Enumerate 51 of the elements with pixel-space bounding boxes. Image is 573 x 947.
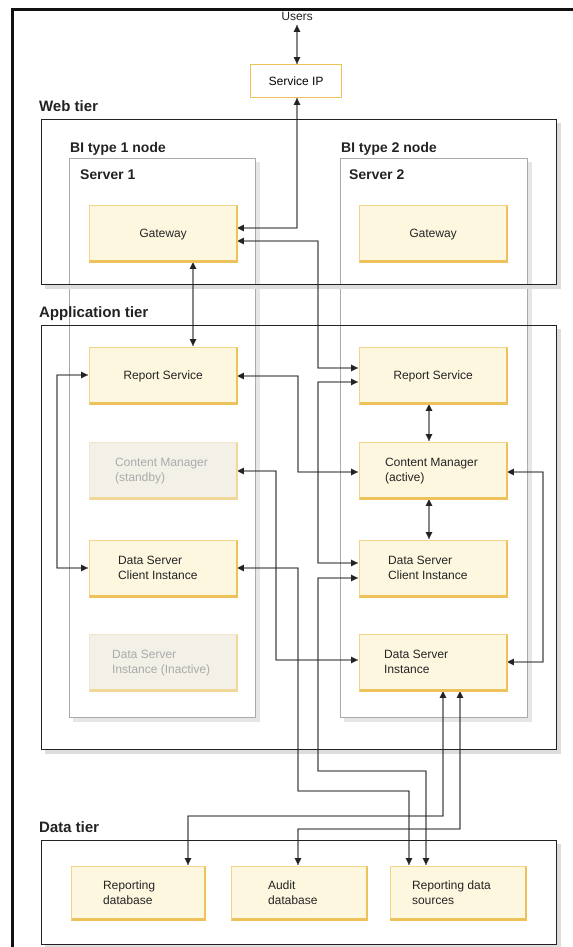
- component-box: [89, 540, 238, 598]
- connector-arrow: [190, 262, 196, 346]
- component-label: Data Server Instance: [384, 647, 450, 677]
- component-label: Report Service: [123, 368, 203, 382]
- connector-arrow: [426, 499, 432, 539]
- component-label: Gateway: [139, 226, 187, 240]
- component-box: [89, 205, 238, 263]
- tier-heading: Data tier: [39, 819, 100, 836]
- inactive-component-box: [89, 442, 238, 500]
- component-label: Reporting data sources: [412, 878, 492, 908]
- component-label: Audit database: [268, 878, 318, 908]
- connector-arrow: [294, 691, 464, 865]
- connector-arrow: [237, 564, 412, 865]
- inactive-component-box: [89, 634, 238, 692]
- connector-arrow: [184, 691, 446, 865]
- node-heading: BI type 2 node: [341, 139, 437, 155]
- component-box: [359, 347, 508, 405]
- component-label: Report Service: [393, 368, 473, 382]
- component-label: Data Server Instance (Inactive): [112, 647, 212, 677]
- connector-arrow: [507, 468, 544, 666]
- component-label: Content Manager (active): [385, 455, 479, 485]
- component-box: [359, 205, 508, 263]
- component-box: [71, 866, 206, 921]
- component-box: [89, 347, 238, 405]
- component-box: [359, 442, 508, 500]
- connector-arrow: [426, 404, 432, 441]
- connector-arrow: [317, 378, 358, 566]
- component-label: Reporting database: [103, 878, 156, 908]
- tier-heading: Application tier: [39, 304, 148, 321]
- server-heading: Server 2: [349, 166, 404, 182]
- component-box: [390, 866, 527, 921]
- connector-arrow: [237, 98, 300, 232]
- server-heading: Server 1: [80, 166, 136, 182]
- component-label: Data Server Client Instance: [388, 553, 468, 583]
- users-label: Users: [270, 8, 324, 25]
- service-box: [250, 64, 342, 98]
- component-label: Content Manager (standby): [115, 455, 209, 485]
- connector-arrow: [237, 238, 358, 372]
- component-label: Gateway: [409, 226, 457, 240]
- tier-heading: Web tier: [39, 98, 98, 115]
- connector-arrow: [237, 372, 358, 476]
- node-heading: BI type 1 node: [70, 139, 166, 155]
- component-box: [359, 634, 508, 692]
- connector-arrow: [294, 25, 300, 64]
- service-label: Service IP: [268, 74, 324, 88]
- connector-arrow: [317, 574, 430, 865]
- connector-arrow: [56, 372, 88, 572]
- component-box: [231, 866, 368, 921]
- connector-arrow: [237, 468, 358, 664]
- component-label: Data Server Client Instance: [118, 553, 198, 583]
- component-box: [359, 540, 508, 598]
